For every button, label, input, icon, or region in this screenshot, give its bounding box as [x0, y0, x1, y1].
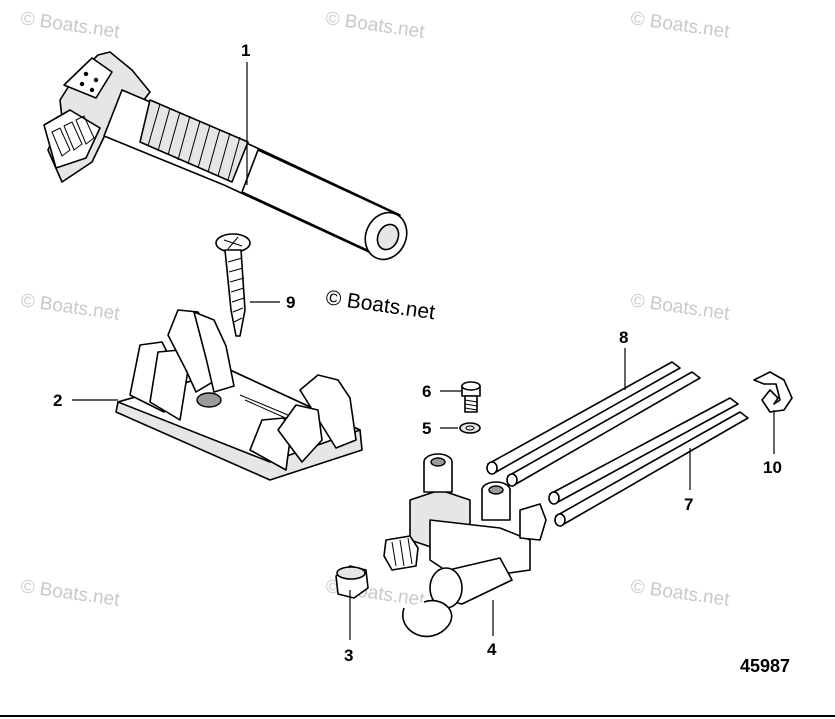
callout-10: 10: [763, 458, 782, 477]
callout-3: 3: [344, 646, 353, 665]
watermark-top-center: © Boats.net: [324, 8, 426, 43]
callout-6: 6: [422, 382, 431, 401]
callout-2: 2: [53, 391, 62, 410]
callout-1: 1: [241, 41, 250, 60]
watermark-top-right: © Boats.net: [629, 8, 731, 43]
leader-lines: [72, 62, 775, 640]
part-7-rods: [548, 397, 749, 527]
figure-number: 45987: [740, 656, 790, 676]
watermark-top-left: © Boats.net: [19, 8, 121, 43]
callout-5: 5: [422, 419, 431, 438]
callout-8: 8: [619, 328, 628, 347]
part-3-nut: [335, 565, 369, 599]
part-8-rods: [486, 361, 701, 487]
watermark-mid-right: © Boats.net: [629, 290, 731, 325]
part-9-screw: [215, 233, 251, 337]
part-5-washer: [459, 422, 481, 434]
callout-labels: 1 2 3 4 5 6 7 8 9 10: [53, 41, 782, 665]
callout-4: 4: [487, 640, 497, 659]
watermark-bottom-right: © Boats.net: [629, 576, 731, 611]
watermark-center: © Boats.net: [324, 286, 436, 324]
callout-7: 7: [684, 495, 693, 514]
part-10-clamp: [753, 371, 793, 413]
part-1-tiller-handle: [43, 51, 408, 261]
part-2-bracket: [115, 309, 363, 481]
part-4-valve-assembly: [383, 453, 547, 638]
watermark-mid-left: © Boats.net: [19, 290, 121, 325]
watermark-bottom-left: © Boats.net: [19, 576, 121, 611]
callout-9: 9: [286, 293, 295, 312]
part-6-bolt: [461, 381, 481, 413]
